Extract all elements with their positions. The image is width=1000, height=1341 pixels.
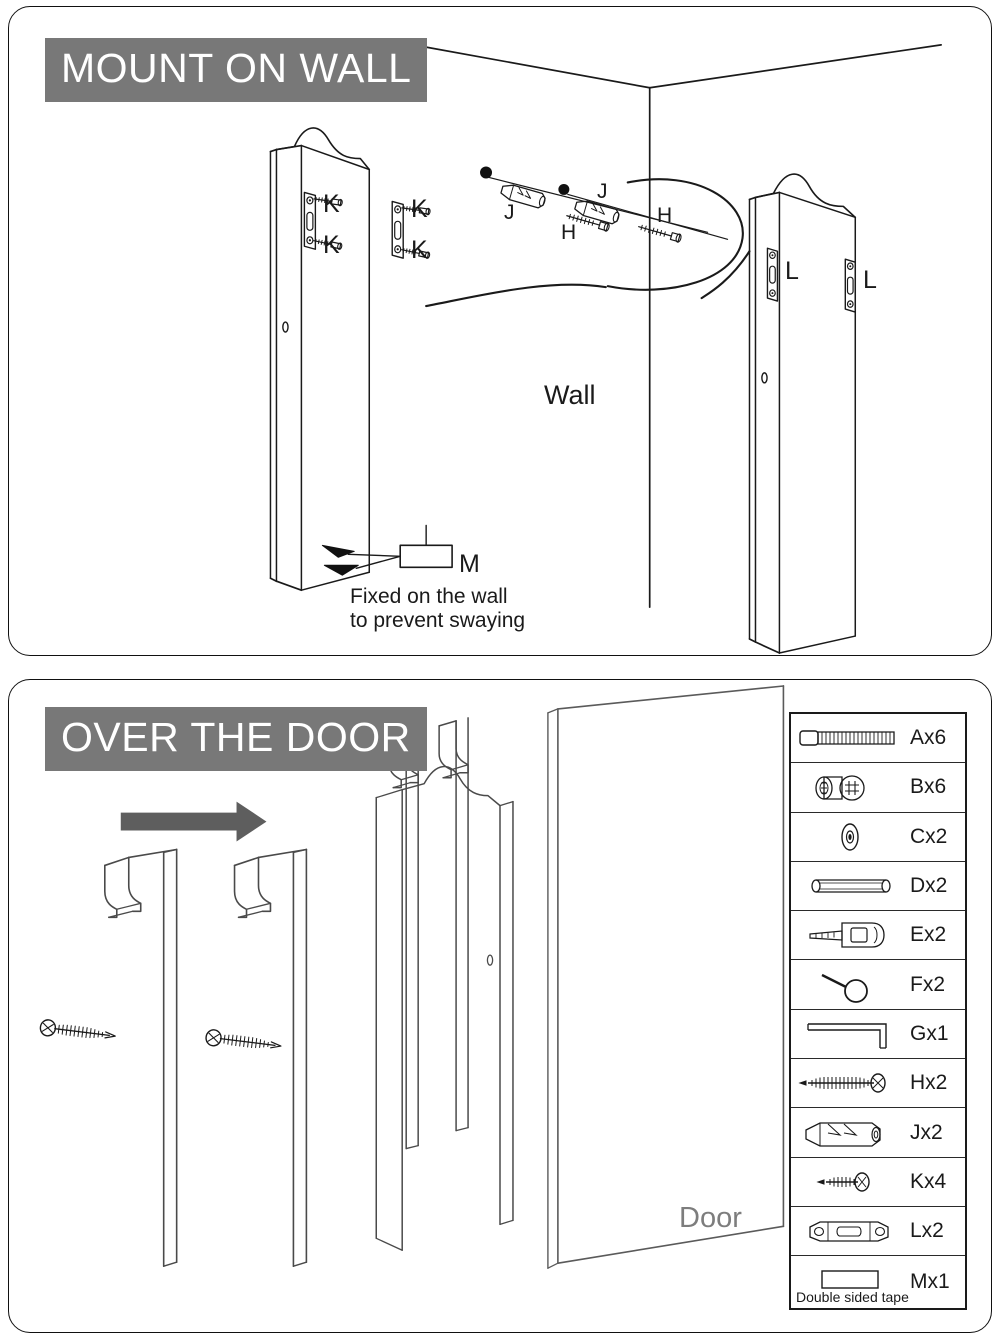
panel-title-mount-on-wall: MOUNT ON WALL: [45, 38, 428, 102]
part-row-h: Hx2: [791, 1059, 965, 1109]
label-k-1: K: [323, 190, 340, 218]
ceiling-line-right: [648, 44, 942, 89]
label-j-2: J: [597, 180, 608, 203]
label-k-2: K: [323, 231, 340, 259]
key-icon: [791, 911, 909, 959]
label-door: Door: [679, 1202, 742, 1234]
part-row-c: Cx2: [791, 813, 965, 862]
tape-callout: [321, 524, 453, 576]
label-l-2: L: [863, 266, 877, 294]
part-code-b: Bx6: [910, 775, 947, 799]
wall-hole-2: [558, 183, 570, 195]
part-row-g: Gx1: [791, 1010, 965, 1060]
machine-screw-icon: [791, 714, 909, 762]
label-k-4: K: [411, 236, 428, 264]
part-code-d: Dx2: [910, 874, 948, 898]
part-code-l: Lx2: [910, 1219, 944, 1243]
label-j-1: J: [504, 201, 515, 224]
over-door-hook-1: [104, 848, 178, 1267]
bracket-pair-left: [303, 191, 404, 259]
loose-screw-2: [205, 1029, 282, 1049]
screw-h-2: [638, 224, 682, 243]
arrowhead-1: [321, 544, 355, 558]
cam-lock-icon: [791, 763, 909, 811]
label-k-3: K: [411, 195, 428, 223]
ceiling-line-left: [418, 45, 651, 89]
guide-curve-small: [700, 250, 751, 300]
arrowhead-2: [323, 564, 359, 576]
guide-curve-upper: [606, 178, 744, 291]
parts-list: Ax6 Bx6: [789, 712, 967, 1311]
over-door-hook-2: [233, 848, 308, 1267]
part-code-h: Hx2: [910, 1071, 948, 1095]
part-row-d: Dx2: [791, 862, 965, 912]
part-code-c: Cx2: [910, 824, 948, 848]
part-code-f: Fx2: [910, 972, 946, 996]
wall-anchor-icon: [791, 1108, 909, 1156]
insert-arrow: [120, 801, 267, 842]
part-row-k: Kx4: [791, 1158, 965, 1207]
flat-bracket-icon: [791, 1207, 909, 1255]
part-row-f: Fx2: [791, 960, 965, 1010]
wall-hole-1: [480, 166, 493, 179]
part-row-l: Lx2: [791, 1207, 965, 1257]
loose-screw-1: [39, 1019, 116, 1039]
cabinet-left: [269, 127, 371, 592]
guide-curve-tail: [425, 283, 607, 308]
label-wall: Wall: [544, 380, 596, 410]
screw-h-1: [566, 213, 610, 232]
anchor-j-2: [574, 200, 620, 225]
wall-anchor-assembly: [480, 166, 729, 243]
bracket-pair-right: [766, 247, 856, 313]
panel-mount-on-wall: MOUNT ON WALL K K K K J J H H L L M Wall…: [8, 6, 992, 656]
caption-fixed-on-wall: Fixed on the wall to prevent swaying: [350, 585, 526, 633]
ring-key-icon: [791, 960, 909, 1008]
label-h-1: H: [561, 221, 577, 244]
cabinet-right: [748, 173, 857, 654]
part-row-m: Mx1 Double sided tape: [791, 1256, 965, 1308]
part-code-e: Ex2: [910, 923, 947, 947]
tape-icon: [791, 1256, 909, 1308]
part-code-m: Mx1: [910, 1270, 950, 1294]
part-row-j: Jx2: [791, 1108, 965, 1158]
cabinet-over-door: [375, 717, 514, 1251]
washer-icon: [791, 813, 909, 861]
part-code-g: Gx1: [910, 1021, 949, 1045]
tape-caption: Double sided tape: [796, 1289, 909, 1306]
tape-rect: [399, 544, 453, 569]
guide-curve-lower: [428, 194, 739, 310]
screws-k: [313, 197, 431, 259]
anchor-j-1: [500, 184, 546, 209]
label-h-2: H: [657, 204, 673, 227]
mount-on-wall-illustration: [269, 44, 942, 654]
part-code-k: Kx4: [910, 1169, 947, 1193]
part-row-a: Ax6: [791, 714, 965, 764]
dowel-icon: [791, 862, 909, 910]
part-code-j: Jx2: [910, 1120, 943, 1144]
label-m-tape: M: [459, 550, 480, 578]
part-row-e: Ex2: [791, 911, 965, 961]
wood-screw-icon: [791, 1059, 909, 1107]
allen-key-icon: [791, 1010, 909, 1058]
insert-axis-2: [567, 193, 729, 240]
door-slab: [547, 685, 785, 1269]
part-row-b: Bx6: [791, 763, 965, 813]
part-code-a: Ax6: [910, 726, 947, 750]
panel-title-over-the-door: OVER THE DOOR: [45, 707, 427, 771]
short-screw-icon: [791, 1158, 909, 1206]
label-l-1: L: [785, 257, 799, 285]
